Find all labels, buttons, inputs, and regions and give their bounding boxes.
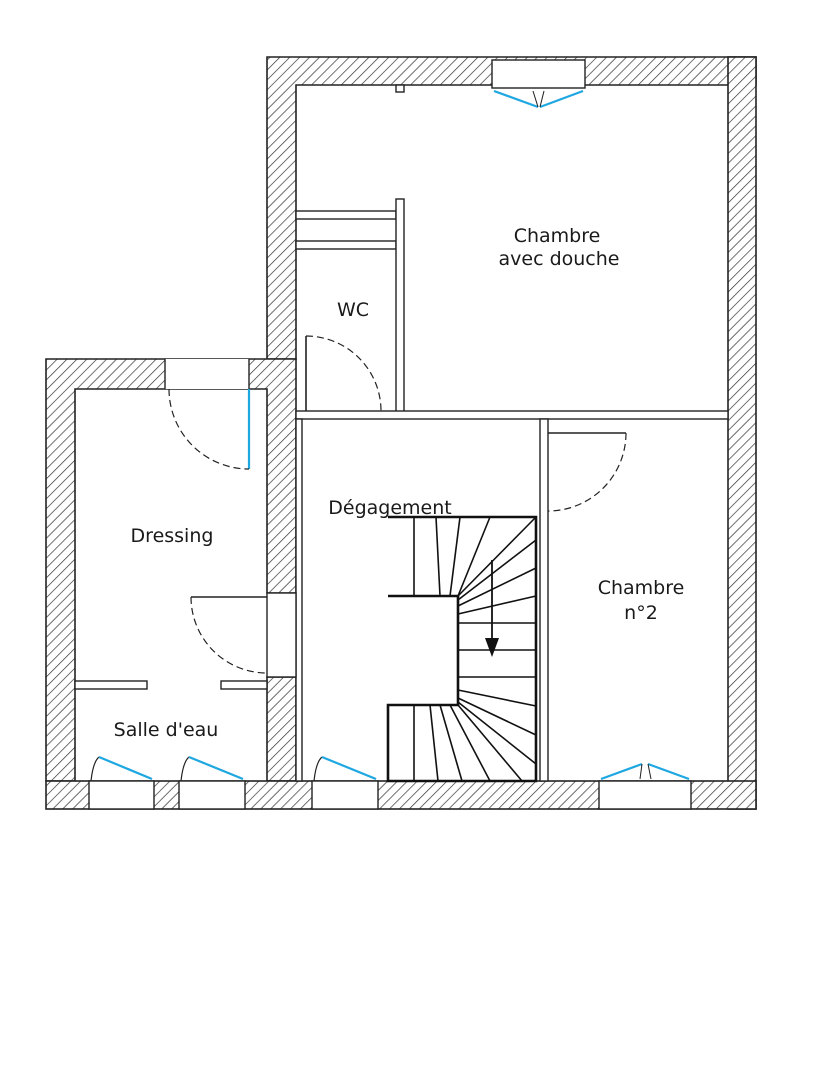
label-chambre-douche-1: Chambre <box>514 225 601 247</box>
door-dressing-side <box>190 596 268 674</box>
door-dressing <box>164 359 251 470</box>
doors <box>164 335 627 674</box>
staircase <box>386 515 538 783</box>
wall-left-block <box>45 358 297 782</box>
label-dressing: Dressing <box>131 525 214 547</box>
window-chambre2 <box>598 762 692 810</box>
stair-outline <box>386 515 538 783</box>
window-degagement <box>311 755 379 810</box>
exterior-walls <box>45 56 757 810</box>
label-degagement: Dégagement <box>328 497 451 519</box>
label-salle-eau: Salle d'eau <box>114 719 219 741</box>
door-chambre2 <box>547 432 627 512</box>
window-top <box>491 59 586 109</box>
label-chambre-douche-2: avec douche <box>499 248 620 270</box>
label-chambre2-2: n°2 <box>624 602 658 624</box>
wall-right <box>727 56 757 810</box>
room-labels: Chambre avec douche WC Dressing Dégageme… <box>114 225 685 741</box>
window-salle-eau-1 <box>88 755 155 810</box>
windows <box>88 59 692 810</box>
stair-arrow-head <box>485 638 499 657</box>
wall-mid-lower <box>266 676 297 782</box>
label-wc: WC <box>337 299 369 321</box>
label-chambre2-1: Chambre <box>598 577 685 599</box>
door-wc <box>305 335 382 412</box>
interior-partitions <box>74 84 729 782</box>
window-salle-eau-2 <box>178 755 246 810</box>
